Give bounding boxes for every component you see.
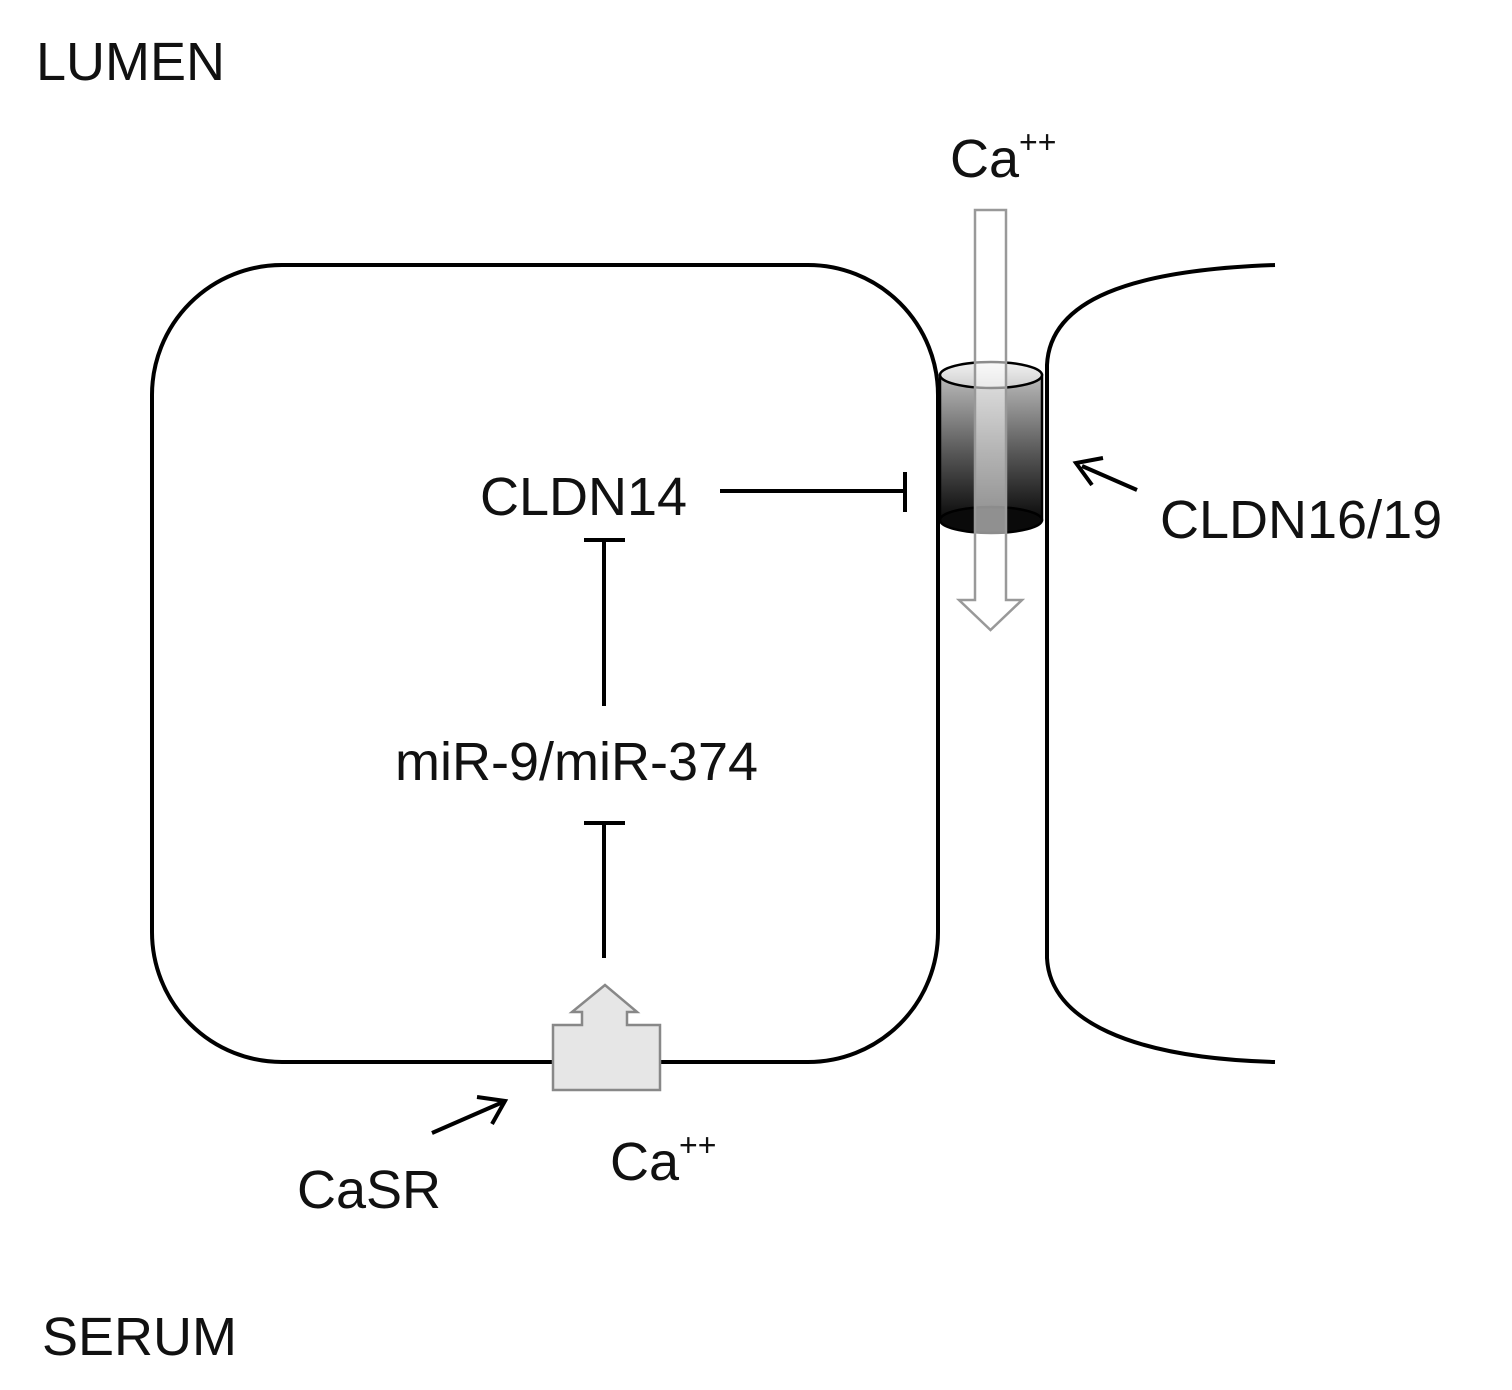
calcium-top-label: Ca++: [950, 124, 1056, 189]
mir-inhibition-edge: [584, 538, 625, 706]
calcium-flux-arrow: [955, 208, 1026, 632]
mir-label: miR-9/miR-374: [395, 732, 758, 792]
casr-receptor: [551, 983, 662, 1092]
cldn14-label: CLDN14: [480, 467, 687, 527]
casr-label: CaSR: [297, 1160, 441, 1220]
serum-label: SERUM: [42, 1307, 237, 1367]
calcium-bottom-label: Ca++: [610, 1127, 716, 1192]
cell-membrane-left: [150, 263, 940, 1064]
cell-membrane-right: [1045, 263, 1276, 1064]
cldn16-19-pointer-arrow: [1072, 456, 1138, 492]
casr-inhibition-edge: [584, 821, 625, 958]
cldn16-19-label: CLDN16/19: [1160, 490, 1442, 550]
cldn14-inhibition-edge: [720, 472, 907, 512]
casr-pointer-arrow: [431, 1095, 509, 1135]
lumen-label: LUMEN: [36, 32, 225, 92]
